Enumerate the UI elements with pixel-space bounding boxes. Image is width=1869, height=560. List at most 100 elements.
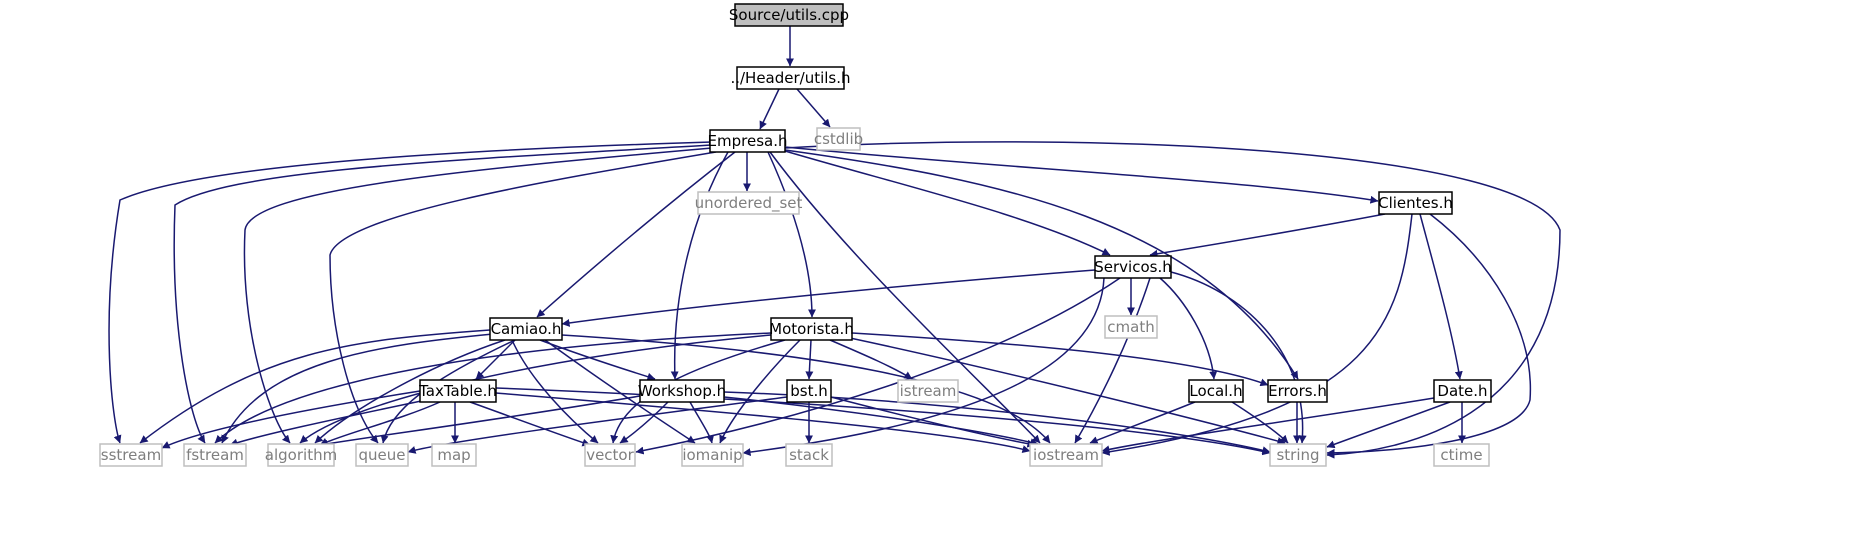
- node-workshop[interactable]: Workshop.h: [638, 379, 726, 403]
- node-utils-h[interactable]: ../Header/utils.h: [730, 66, 851, 90]
- edge-path: [319, 395, 641, 448]
- node-label: Servicos.h: [1094, 258, 1171, 276]
- edge-camiao-to-fstream: [221, 333, 494, 444]
- edge-path: [784, 149, 1299, 380]
- node-errors[interactable]: Errors.h: [1267, 379, 1328, 403]
- node-istream: istream: [897, 379, 959, 403]
- node-label: unordered_set: [695, 194, 803, 213]
- node-label: cmath: [1107, 318, 1154, 336]
- edge-utils_h-to-cstdlib: [796, 88, 831, 128]
- edge-path: [1326, 401, 1451, 449]
- edge-path: [769, 151, 1041, 444]
- node-box: [1104, 315, 1158, 339]
- edge-path: [1089, 401, 1196, 444]
- node-local[interactable]: Local.h: [1188, 379, 1244, 403]
- node-box: [183, 443, 247, 467]
- node-label: Empresa.h: [708, 132, 788, 150]
- node-label: stack: [789, 446, 829, 464]
- edge-path: [670, 151, 729, 380]
- edge-taxtable-to-string: [495, 387, 1271, 456]
- edge-path: [635, 277, 1121, 455]
- node-box: [639, 379, 725, 403]
- node-box: [1433, 379, 1492, 403]
- node-label: Camiao.h: [491, 320, 562, 338]
- node-box: [770, 317, 853, 341]
- edge-path: [319, 401, 441, 446]
- node-box: [816, 127, 861, 151]
- edge-empresa-to-camiao: [536, 151, 736, 318]
- node-cstdlib: cstdlib: [814, 127, 863, 151]
- edge-path: [851, 332, 1269, 387]
- edge-servicos-to-local: [1159, 277, 1218, 380]
- edge-motorista-to-istream: [829, 339, 913, 380]
- edge-path: [329, 151, 717, 444]
- edge-path: [539, 339, 656, 381]
- edge-path: [1170, 271, 1307, 444]
- node-box: [736, 66, 845, 90]
- edge-servicos-to-string: [1170, 271, 1307, 444]
- edge-path: [1159, 277, 1218, 380]
- node-motorista[interactable]: Motorista.h: [769, 317, 854, 341]
- node-camiao[interactable]: Camiao.h: [489, 317, 563, 341]
- node-box: [584, 443, 636, 467]
- node-servicos[interactable]: Servicos.h: [1094, 255, 1172, 279]
- node-label: Source/utils.cpp: [729, 6, 849, 24]
- edge-path: [469, 401, 591, 447]
- edge-camiao-to-taxtable: [475, 339, 516, 380]
- node-bst[interactable]: bst.h: [786, 379, 832, 403]
- node-label: bst.h: [790, 382, 828, 400]
- edge-path: [221, 333, 494, 444]
- edge-path: [561, 334, 1051, 444]
- node-map: map: [431, 443, 477, 467]
- edge-path: [561, 269, 1096, 327]
- edge-path: [784, 150, 1111, 256]
- node-label: cstdlib: [814, 130, 863, 148]
- node-box: [1433, 443, 1490, 467]
- edge-local-to-iostream: [1089, 401, 1196, 444]
- edge-path: [108, 141, 713, 444]
- edge-workshop-to-vector: [619, 401, 669, 444]
- node-box: [1188, 379, 1244, 403]
- node-box: [697, 191, 800, 215]
- edge-empresa-to-fstream: [173, 144, 713, 444]
- node-queue: queue: [355, 443, 409, 467]
- node-box: [489, 317, 563, 341]
- node-label: sstream: [101, 446, 161, 464]
- node-label: Workshop.h: [638, 382, 726, 400]
- node-box: [1269, 443, 1327, 467]
- node-label: queue: [359, 446, 406, 464]
- edge-empresa-to-clientes: [784, 146, 1379, 204]
- edge-workshop-to-iomanip: [689, 401, 715, 444]
- edge-path: [1101, 397, 1435, 454]
- node-date[interactable]: Date.h: [1433, 379, 1492, 403]
- edge-path: [1074, 277, 1151, 444]
- edge-motorista-to-bst: [805, 339, 814, 380]
- node-box: [1378, 191, 1453, 215]
- edge-path: [723, 396, 1039, 447]
- edge-empresa-to-motorista: [767, 151, 816, 318]
- edge-date-to-iostream: [1101, 397, 1435, 454]
- edge-path: [139, 329, 491, 444]
- edge-taxtable-to-sstream: [161, 390, 421, 449]
- edge-local-to-string: [1231, 401, 1289, 444]
- edge-path: [759, 88, 780, 130]
- node-layer: Source/utils.cpp ../Header/utils.h cstdlib…: [99, 3, 1492, 467]
- node-box: [785, 443, 833, 467]
- edge-empresa-to-sstream: [108, 141, 713, 444]
- edge-camiao-to-workshop: [539, 339, 656, 381]
- node-clientes[interactable]: Clientes.h: [1378, 191, 1453, 215]
- node-label: fstream: [186, 446, 244, 464]
- node-empresa[interactable]: Empresa.h: [708, 129, 788, 153]
- edge-path: [829, 339, 913, 380]
- edge-empresa-to-algorithm: [243, 147, 713, 444]
- edge-empresa-to-workshop: [670, 151, 729, 380]
- node-utils-cpp[interactable]: Source/utils.cpp: [729, 3, 849, 27]
- node-box: [786, 379, 832, 403]
- node-box: [681, 443, 744, 467]
- edge-motorista-to-string: [849, 337, 1286, 445]
- edge-path: [619, 401, 669, 444]
- node-taxtable[interactable]: TaxTable.h: [418, 379, 497, 403]
- edge-taxtable-to-fstream: [229, 399, 427, 447]
- node-sstream: sstream: [99, 443, 163, 467]
